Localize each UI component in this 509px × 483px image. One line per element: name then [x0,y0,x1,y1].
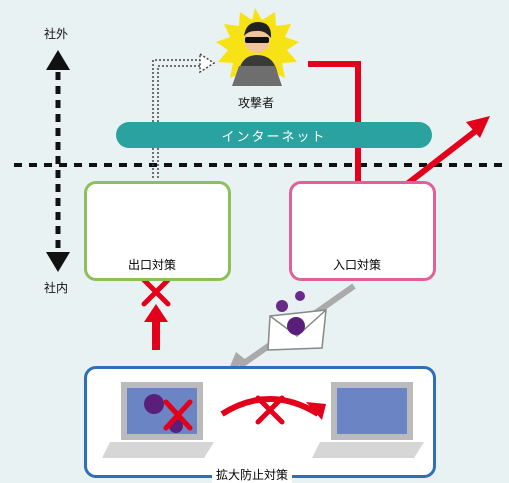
inside-label: 社内 [44,281,69,295]
outside-label: 社外 [44,27,69,41]
entry-measure-label: 入口対策 [329,256,386,273]
internet-band: インターネット [116,122,432,148]
inside-outside-arrow [46,50,70,272]
spread-prevention-box [84,366,436,478]
spread-prevention-label: 拡大防止対策 [212,466,293,483]
exit-blocked-arrow [141,277,171,350]
mail-virus-icon [267,291,327,351]
exit-measure-label: 出口対策 [124,256,181,273]
exfiltration-path [152,52,216,178]
attacker-icon [216,8,299,87]
attacker-label: 攻撃者 [238,96,275,110]
